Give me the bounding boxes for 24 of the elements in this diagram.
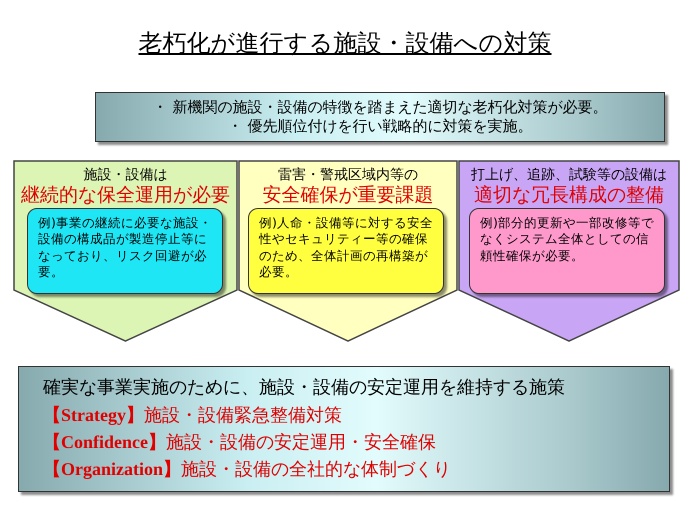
summary-text: ・ 優先順位付けを行い戦略的に対策を実施。 — [228, 117, 532, 136]
panel-highlight: 適切な冗長構成の整備 — [474, 184, 664, 207]
summary-banner — [95, 92, 665, 142]
example-card — [27, 208, 223, 294]
example-text: 例)事業の継続に必要な施設・設備の構成品が製造停止等になっており、リスク回避が必要。 — [38, 215, 213, 280]
measure-item: 【Confidence】施設・設備の安定運用・安全確保 — [43, 431, 436, 454]
diagram-title: 老朽化が進行する施設・設備への対策 — [138, 30, 552, 58]
example-card — [469, 208, 665, 294]
measures-heading: 確実な事業実施のために、施設・設備の安定運用を維持する施策 — [43, 376, 565, 400]
measures-banner — [18, 366, 670, 492]
measure-item: 【Strategy】施設・設備緊急整備対策 — [43, 404, 342, 427]
example-text: 例)部分的更新や一部改修等でなくシステム全体としての信頼性確保が必要。 — [480, 215, 655, 264]
panel-heading: 雷害・警戒区域内等の — [278, 167, 418, 184]
example-card — [248, 208, 444, 294]
panel-heading: 打上げ、追跡、試験等の設備は — [471, 167, 667, 184]
chevron-panel — [458, 160, 680, 342]
chevron-panel — [13, 160, 238, 342]
chevron-panel — [238, 160, 458, 342]
panel-highlight: 安全確保が重要課題 — [262, 184, 434, 207]
panel-heading: 施設・設備は — [84, 167, 168, 184]
example-text: 例)人命・設備等に対する安全性やセキュリティー等の確保のため、全体計画の再構築が必要。 — [259, 215, 434, 280]
panel-highlight: 継続的な保全運用が必要 — [21, 184, 230, 207]
summary-text: ・ 新機関の施設・設備の特徴を踏まえた適切な老朽化対策が必要。 — [152, 98, 608, 117]
measure-item: 【Organization】施設・設備の全社的な体制づくり — [43, 458, 451, 482]
